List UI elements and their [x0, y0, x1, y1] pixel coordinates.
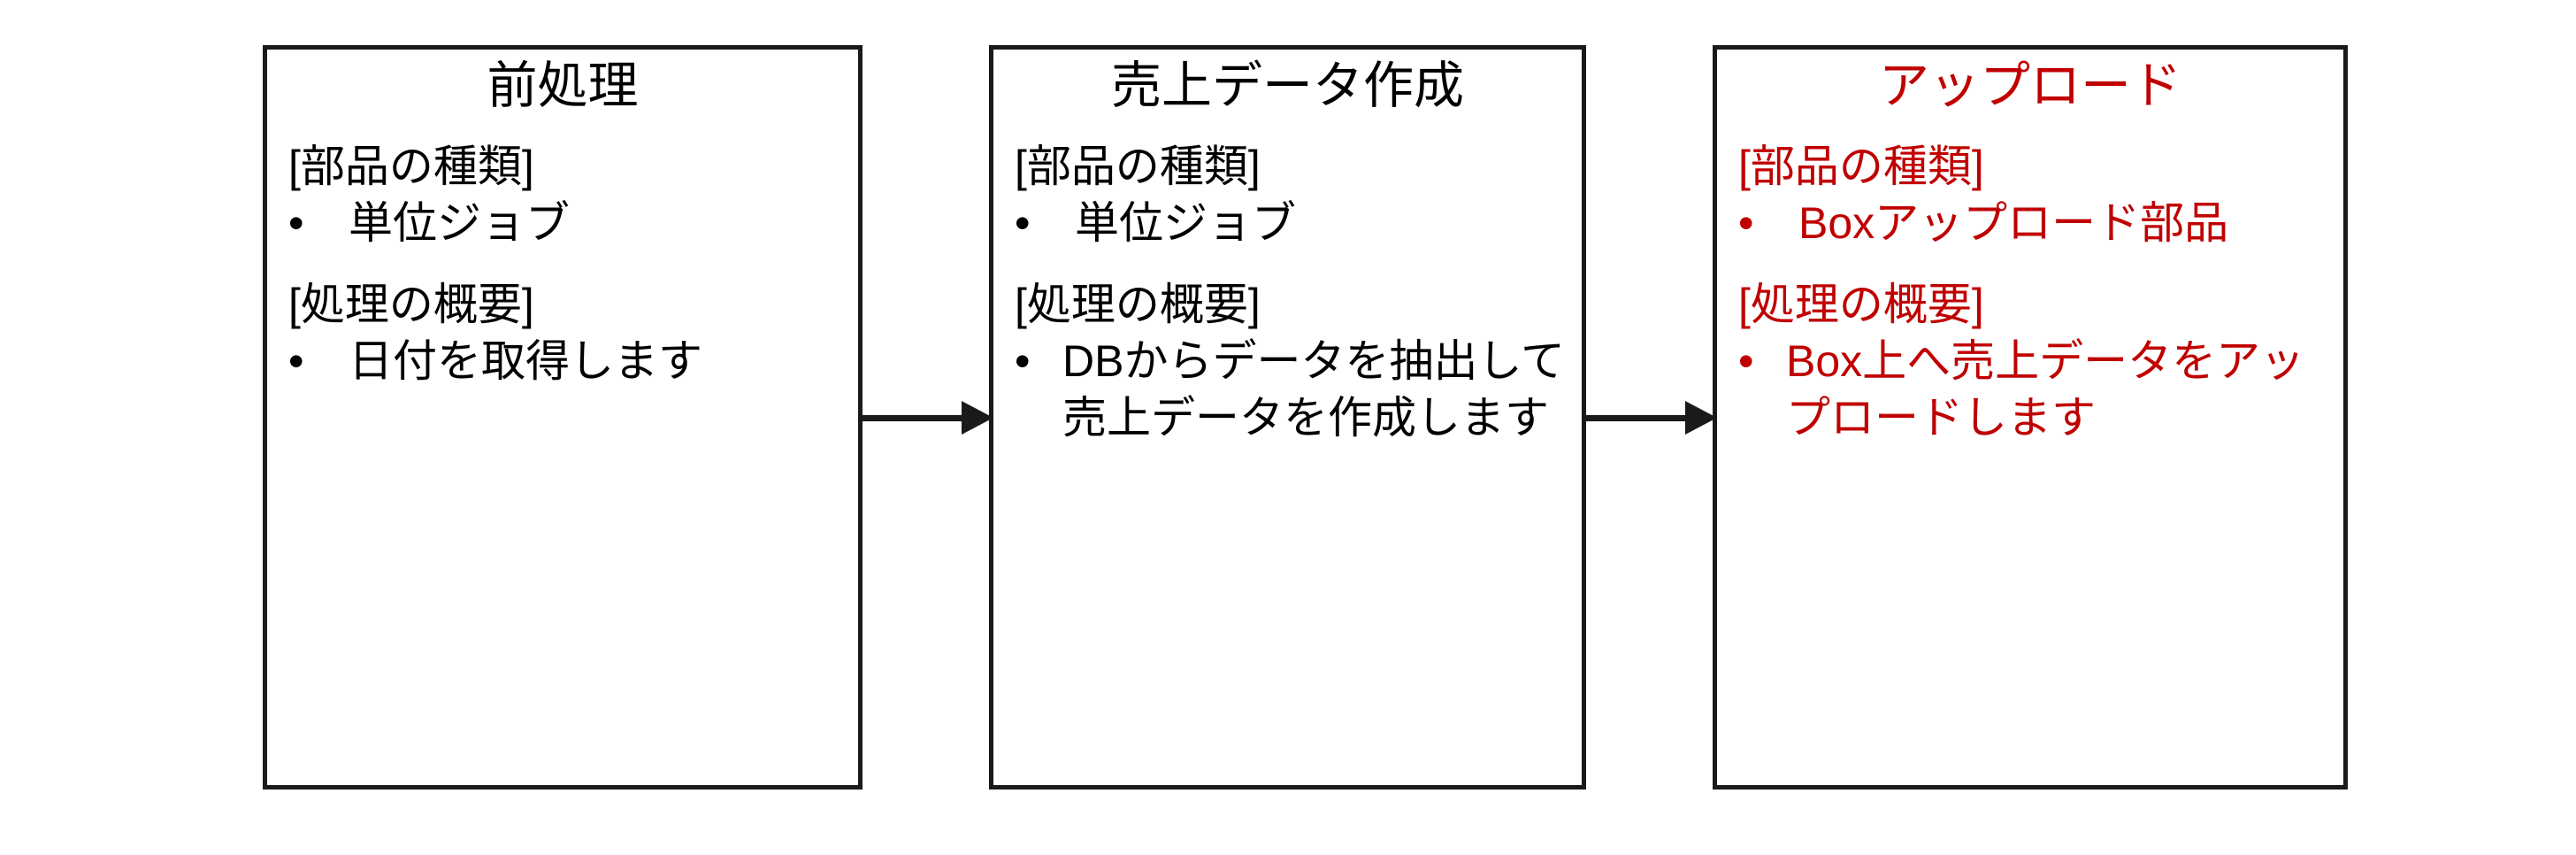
process-box-body: [部品の種類] • 単位ジョブ [処理の概要] • DBからデータを抽出して売上…	[993, 138, 1582, 446]
section-heading-process-summary: [処理の概要]	[1015, 280, 1261, 329]
arrow-head-icon	[962, 401, 993, 435]
list-item: • 日付を取得します	[288, 333, 846, 389]
section-heading-process-summary: [処理の概要]	[288, 280, 534, 329]
process-box-step-3[interactable]: アップロード [部品の種類] • Boxアップロード部品 [処理の概要] • B…	[1713, 45, 2348, 790]
process-box-step-1[interactable]: 前処理 [部品の種類] • 単位ジョブ [処理の概要] • 日付を取得します	[263, 45, 862, 790]
arrow-head-icon	[1685, 401, 1717, 435]
flow-arrow-step1-to-step2	[862, 401, 993, 435]
flow-arrow-step2-to-step3	[1586, 401, 1717, 435]
list-item: • 単位ジョブ	[288, 195, 846, 251]
process-box-body: [部品の種類] • 単位ジョブ [処理の概要] • 日付を取得します	[267, 138, 858, 389]
list-item-label: DBからデータを抽出して売上データを作成します	[1062, 336, 1565, 443]
process-box-title: アップロード	[1879, 58, 2181, 114]
list-item-label: Box上へ売上データをアップロードします	[1786, 336, 2305, 443]
list-item-label: 単位ジョブ	[1075, 198, 1296, 248]
list-item: • DBからデータを抽出して売上データを作成します	[1015, 333, 1569, 446]
bullet-icon: •	[288, 198, 304, 248]
process-box-title: 前処理	[487, 58, 639, 114]
section-heading-parts-type: [部品の種類]	[1738, 142, 1984, 191]
process-box-step-2[interactable]: 売上データ作成 [部品の種類] • 単位ジョブ [処理の概要] • DBからデー…	[989, 45, 1586, 790]
list-item-label: 単位ジョブ	[349, 198, 570, 248]
list-item-label: Boxアップロード部品	[1798, 198, 2229, 248]
list-item: • Boxアップロード部品	[1738, 195, 2331, 251]
list-item: • 単位ジョブ	[1015, 195, 1569, 251]
bullet-icon: •	[1738, 198, 1754, 248]
bullet-icon: •	[1738, 336, 1754, 386]
bullet-icon: •	[288, 336, 304, 386]
arrow-shaft	[862, 415, 962, 421]
bullet-icon: •	[1015, 336, 1031, 386]
process-box-title: 売上データ作成	[1111, 58, 1464, 114]
section-heading-process-summary: [処理の概要]	[1738, 280, 1984, 329]
process-box-body: [部品の種類] • Boxアップロード部品 [処理の概要] • Box上へ売上デ…	[1717, 138, 2343, 446]
list-item: • Box上へ売上データをアップロードします	[1738, 333, 2331, 446]
bullet-icon: •	[1015, 198, 1031, 248]
section-heading-parts-type: [部品の種類]	[288, 142, 534, 191]
section-heading-parts-type: [部品の種類]	[1015, 142, 1261, 191]
list-item-label: 日付を取得します	[349, 336, 702, 386]
arrow-shaft	[1586, 415, 1685, 421]
